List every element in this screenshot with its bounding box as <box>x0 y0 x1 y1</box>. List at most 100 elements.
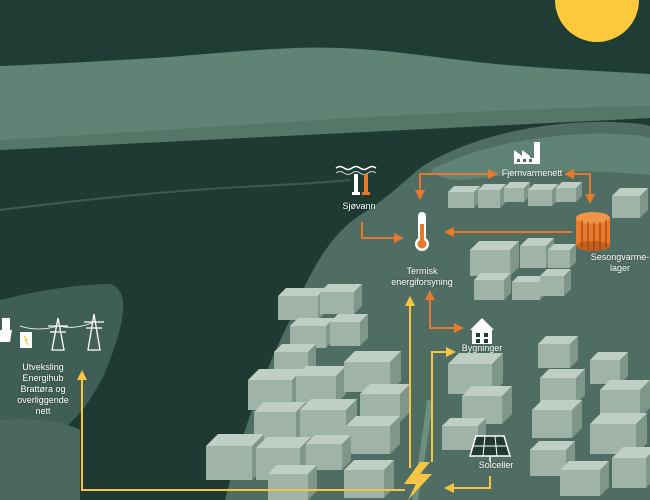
lightning-icon <box>404 462 432 500</box>
building-roof <box>278 288 326 296</box>
building-side <box>564 269 571 296</box>
building-roof <box>528 184 558 190</box>
building-roof <box>474 273 511 280</box>
building-side <box>636 413 647 454</box>
building-roof <box>560 461 609 470</box>
building-side <box>620 352 628 384</box>
building-roof <box>538 336 578 344</box>
building-front <box>320 292 354 314</box>
house-icon <box>470 318 494 344</box>
label-seawater: Sjøvann <box>342 201 376 211</box>
building-side <box>600 461 609 496</box>
building-roof <box>600 380 650 390</box>
building-front <box>274 352 308 374</box>
building-front <box>612 458 646 488</box>
coastline <box>0 179 351 211</box>
building-roof <box>448 353 503 364</box>
building-roof <box>548 244 576 250</box>
building-side <box>576 369 585 404</box>
building-front <box>478 190 500 208</box>
building-front <box>532 410 572 438</box>
arrow-district-heating-storage <box>564 169 595 204</box>
building-roof <box>360 384 410 394</box>
arrow-hub-to-exchange <box>77 370 405 491</box>
building-roof <box>346 416 400 426</box>
building-front <box>346 426 390 454</box>
building-side <box>492 353 503 394</box>
label-seasonal-storage: Sesongvarme- lager <box>590 252 650 273</box>
arrow-seawater-to-thermal <box>361 222 404 243</box>
building-roof <box>296 366 346 376</box>
building-side <box>354 284 362 314</box>
label-buildings: Bygninger <box>461 343 503 353</box>
building-roof <box>540 369 585 378</box>
building-side <box>502 386 512 424</box>
building-roof <box>344 351 401 362</box>
arrow-thermal-buildings <box>425 290 464 333</box>
building-front <box>330 322 360 346</box>
building-roof <box>590 413 647 424</box>
building-side <box>384 460 394 498</box>
building-front <box>540 378 576 404</box>
building-side <box>570 336 578 368</box>
building-roof <box>300 399 357 410</box>
building-side <box>504 273 511 300</box>
building-side <box>570 244 576 268</box>
building-roof <box>470 241 519 250</box>
building-side <box>342 435 351 470</box>
building-roof <box>590 352 628 360</box>
building-roof <box>512 276 546 282</box>
building-front <box>278 296 318 320</box>
building-side <box>640 188 648 218</box>
building-side <box>308 465 317 500</box>
building-front <box>520 246 546 268</box>
building-front <box>538 344 570 368</box>
building-roof <box>442 418 486 426</box>
building-front <box>290 326 326 348</box>
arrow-solar-to-hub <box>444 476 491 493</box>
building-roof <box>532 400 582 410</box>
building-roof <box>330 314 368 322</box>
building-front <box>540 276 564 296</box>
building-roof <box>612 447 650 458</box>
sun <box>555 0 639 42</box>
label-thermal-supply: Termisk energiforsyning <box>391 266 453 287</box>
building-side <box>336 366 346 404</box>
power-pylon-icon <box>0 313 104 351</box>
building-front <box>512 282 540 300</box>
thermometer-icon <box>415 212 429 251</box>
building-front <box>504 188 524 202</box>
building-roof <box>256 437 311 448</box>
label-district-heating: Fjernvarmenett <box>501 168 563 178</box>
solar-panel-icon <box>468 435 512 462</box>
building-front <box>442 426 478 450</box>
building-roof <box>530 441 575 450</box>
building-front <box>206 446 252 480</box>
building-roof <box>268 465 317 474</box>
building-front <box>548 250 570 268</box>
building-front <box>470 250 510 276</box>
building-roof <box>344 460 394 470</box>
building-roof <box>248 369 303 380</box>
building-front <box>612 196 640 218</box>
left-shore <box>0 419 80 500</box>
building-roof <box>520 238 554 246</box>
building-roof <box>612 188 648 196</box>
arrow-thermal-district-heating <box>415 169 498 200</box>
building-roof <box>540 269 571 276</box>
building-roof <box>274 344 316 352</box>
heat-storage-tank-icon <box>576 212 610 251</box>
building-front <box>448 192 474 208</box>
building-roof <box>206 434 264 446</box>
building-roof <box>254 402 306 412</box>
building-side <box>400 384 410 422</box>
building-front <box>268 474 308 500</box>
building-roof <box>306 435 351 444</box>
building-front <box>344 470 384 498</box>
building-side <box>572 400 582 438</box>
building-roof <box>290 318 334 326</box>
building-front <box>474 280 504 300</box>
building-roof <box>504 182 530 188</box>
